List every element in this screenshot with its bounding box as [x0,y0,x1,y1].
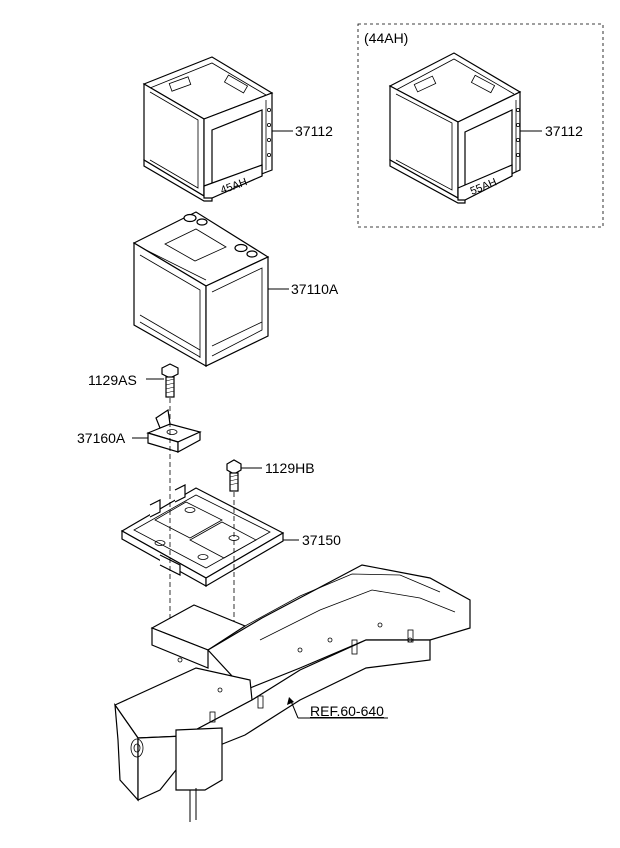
battery-clamp [132,408,202,454]
battery [132,211,289,368]
part-number-cover-main[interactable]: 37112 [295,123,333,139]
part-number-tray[interactable]: 37150 [302,532,341,548]
part-number-battery[interactable]: 37110A [291,281,339,297]
battery-tray [120,484,299,588]
ref-leader [287,697,388,719]
bolt-tray [226,459,262,492]
bolt-clamp [146,363,179,398]
part-number-clamp[interactable]: 37160A [77,430,126,446]
body-frame [114,564,471,822]
battery-cover-option: 55AH [388,52,542,204]
option-box [357,23,604,228]
battery-cover-main: 45AH [142,56,293,202]
part-number-cover-option[interactable]: 37112 [545,123,583,139]
ref-link[interactable]: REF.60-640 [310,703,384,719]
part-number-bolt-tray[interactable]: 1129HB [265,460,315,476]
option-box-label: (44AH) [364,30,409,46]
part-number-bolt-clamp[interactable]: 1129AS [88,372,137,388]
